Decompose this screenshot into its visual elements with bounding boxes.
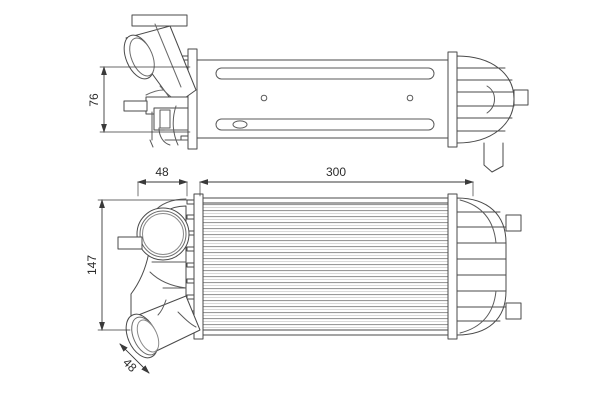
top-view-inlet-pipe [123,14,197,106]
dimension-48-top-label: 48 [155,165,169,179]
dimension-147-label: 147 [85,255,99,275]
dimension-76: 76 [87,66,191,133]
front-view-upper-pipe [117,207,190,261]
front-view-right-tank [447,193,522,340]
front-view-core [202,197,449,336]
dimension-48-bottom-label: 48 [120,355,140,375]
dimension-48-top: 48 [137,165,188,197]
top-view-right-tank [447,51,529,173]
dimension-300-label: 300 [326,165,346,179]
front-view [117,193,522,359]
dimension-300: 300 [199,165,474,197]
dimension-147: 147 [85,199,193,331]
top-view-mount-bracket [123,96,189,148]
dimension-76-label: 76 [87,93,101,107]
front-view-lower-pipe [125,295,201,359]
top-view [123,14,529,173]
top-view-core [195,59,449,139]
